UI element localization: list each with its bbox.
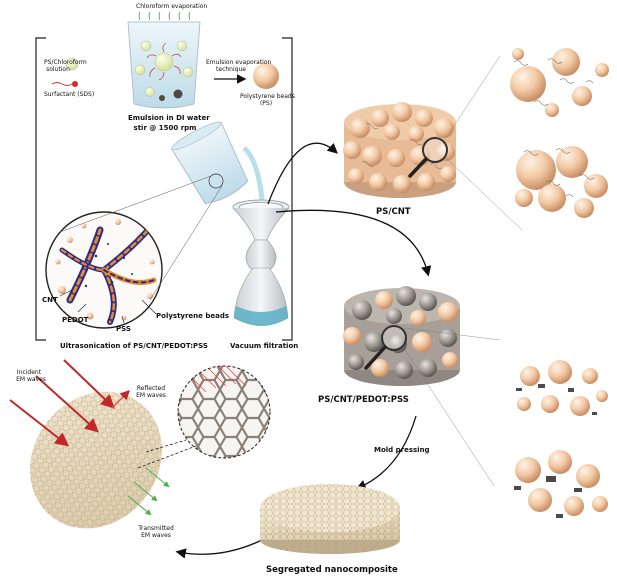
ps-cnt-pedot-zoom-top (516, 360, 608, 416)
zoom-lines-left (59, 175, 223, 301)
cnt-label: CNT (42, 296, 58, 304)
ps-cnt-pedot-magnifier-icon (364, 325, 407, 370)
reflected-label-line1: Reflected (136, 385, 166, 392)
em-shield-panel (30, 391, 162, 529)
arrow-to-ps-cnt-pedot (275, 209, 432, 277)
ps-cnt-label: PS/CNT (376, 207, 411, 217)
ps-cnt-zoom-top (510, 48, 609, 117)
ps-cnt-cylinder (343, 102, 456, 198)
pouring-stream (242, 146, 265, 201)
sample-magnifier-icon (208, 173, 224, 189)
ultrasonication-circle (45, 211, 163, 329)
ps-cnt-pedot-zoom-bottom (514, 450, 608, 518)
reflected-em-rays (111, 390, 130, 409)
ps-cnt-pedot-pss-label: PS/CNT/PEDOT:PSS (318, 395, 409, 405)
ps-chloroform-droplet-icon (65, 57, 79, 71)
surfactant-label: Surfactant (SDS) (44, 91, 95, 98)
ultrasonication-label: Ultrasonication of PS/CNT/PEDOT:PSS (60, 342, 208, 350)
arrow-to-ps-cnt (267, 142, 338, 205)
pedot-label: PEDOT (62, 316, 89, 324)
segregated-disc (260, 484, 400, 554)
incident-em-rays (9, 359, 115, 447)
reflected-label-line2: EM waves (136, 392, 166, 399)
vacuum-filtration-apparatus (232, 199, 290, 326)
pouring-beaker (171, 121, 249, 205)
polystyrene-beads-label: Polystyrene beads (156, 312, 230, 320)
surfactant-icon (51, 81, 78, 87)
transmitted-label-line2: EM waves (141, 532, 171, 539)
ps-bead-icon (253, 63, 279, 89)
chloroform-evaporation-label: Chloroform evaporation (136, 3, 208, 10)
hexagon-zoom-circle (177, 365, 271, 459)
emulsion-technique-line1: Emulsion evaporation (206, 59, 272, 66)
pss-label: PSS (116, 325, 131, 333)
segregated-nanocomposite-label: Segregated nanocomposite (266, 565, 398, 575)
emulsion-technique-line2: technique (216, 66, 246, 73)
emulsion-label-line2: stir @ 1500 rpm (133, 124, 197, 132)
ps-cnt-zoom-lines (443, 55, 523, 231)
ps-cnt-pedot-zoom-lines (403, 327, 501, 487)
emulsion-beaker (127, 11, 201, 109)
arrow-mold-pressing (355, 415, 417, 490)
hexagon-zoom-lines (137, 439, 197, 469)
ps-beads-line2: (PS) (259, 100, 273, 107)
ps-beads-line1: Polystyrene beads (240, 93, 295, 100)
arrow-to-em-panel (175, 539, 263, 559)
ps-cnt-magnifier-icon (408, 137, 448, 178)
emulsion-label-line1: Emulsion in DI water (128, 114, 210, 122)
incident-label-line1: Incident (16, 369, 42, 376)
ps-chloroform-label: PS/Chloroform solution (44, 59, 87, 73)
vacuum-filtration-label: Vacuum filtration (230, 342, 299, 350)
ps-cnt-zoom-bottom (515, 146, 608, 218)
transmitted-em-rays (127, 467, 170, 516)
incident-label-line2: EM waves (16, 376, 46, 383)
mold-pressing-label: Mold pressing (374, 446, 430, 454)
transmitted-label-line1: Transmitted (138, 525, 174, 532)
ps-cnt-pedot-cylinder (343, 286, 460, 386)
panel-bracket (35, 37, 293, 341)
